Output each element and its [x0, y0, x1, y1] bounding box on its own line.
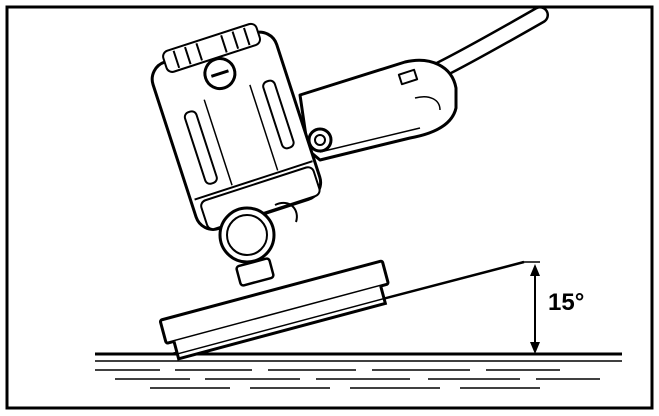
- ground-surface: [95, 352, 622, 389]
- polisher-body: [150, 6, 549, 264]
- handle: [298, 58, 458, 162]
- figure-border: [5, 5, 654, 410]
- side-grip: [218, 206, 276, 264]
- sanding-pad: [158, 259, 390, 361]
- angle-label: 15°: [548, 289, 584, 316]
- angle-dimension-arrow: [522, 261, 540, 354]
